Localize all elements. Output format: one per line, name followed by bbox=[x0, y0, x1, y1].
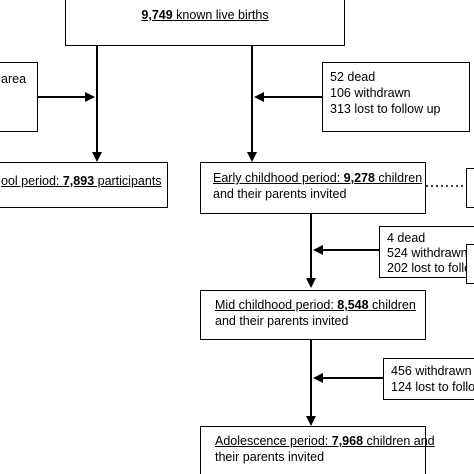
early-childhood-box: Early childhood period: 9,278 children a… bbox=[200, 162, 426, 214]
side-box-early bbox=[466, 168, 474, 208]
area-box: area bbox=[0, 62, 38, 132]
adolescence-line-2: their parents invited bbox=[215, 450, 325, 464]
exclusion-box-3: 456 withdrawn 124 lost to follow bbox=[383, 358, 474, 400]
exclusion3-line-1: 456 withdrawn bbox=[391, 364, 472, 378]
early-childhood-line-1: Early childhood period: 9,278 children bbox=[213, 171, 423, 185]
mid-childhood-line-1: Mid childhood period: 8,548 children bbox=[215, 298, 416, 312]
exclusion2-line-2: 524 withdrawn bbox=[387, 246, 468, 260]
exclusion-box-1: 52 dead 106 withdrawn 313 lost to follow… bbox=[322, 62, 470, 132]
exclusion1-line-2: 106 withdrawn bbox=[330, 86, 411, 100]
adolescence-line-1: Adolescence period: 7,968 children and bbox=[215, 434, 435, 448]
exclusion1-line-1: 52 dead bbox=[330, 70, 376, 84]
mid-childhood-box: Mid childhood period: 8,548 children and… bbox=[200, 290, 426, 340]
exclusion2-line-1: 4 dead bbox=[387, 231, 426, 245]
school-period-label: ool period: 7,893 participants bbox=[1, 174, 162, 188]
births-box: 9,749 known live births bbox=[65, 0, 345, 46]
exclusion-box-2: 4 dead 524 withdrawn 202 lost to follow bbox=[379, 226, 474, 278]
early-childhood-line-2: and their parents invited bbox=[213, 187, 347, 201]
exclusion2-line-3: 202 lost to follow bbox=[387, 261, 474, 275]
area-label: area bbox=[1, 72, 27, 86]
exclusion1-line-3: 313 lost to follow up bbox=[330, 102, 441, 116]
school-period-box: ool period: 7,893 participants bbox=[0, 162, 168, 208]
adolescence-box: Adolescence period: 7,968 children and t… bbox=[200, 426, 435, 474]
side-box-mid bbox=[466, 244, 474, 284]
mid-childhood-line-2: and their parents invited bbox=[215, 314, 349, 328]
births-label: 9,749 known live births bbox=[141, 8, 269, 22]
exclusion3-line-2: 124 lost to follow bbox=[391, 380, 474, 394]
